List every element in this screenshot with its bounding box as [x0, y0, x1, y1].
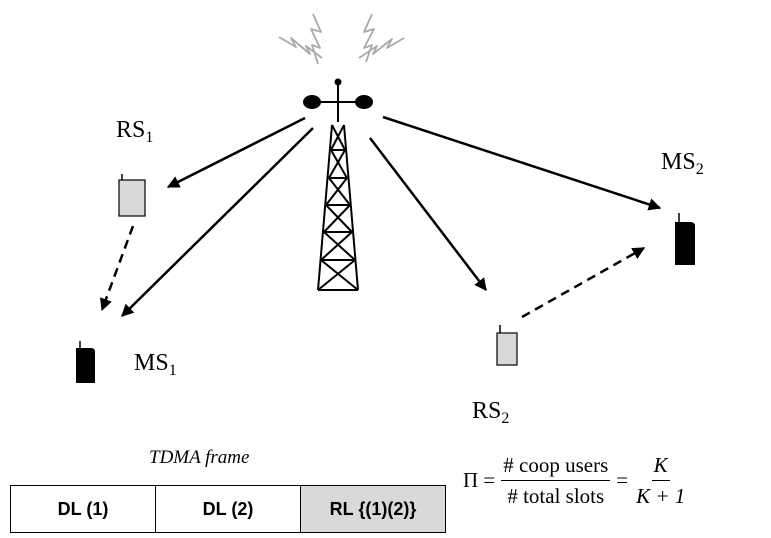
- rs1-label-sub: 1: [145, 129, 154, 146]
- downlink-arrow-bs-to-ms2: [382, 115, 662, 211]
- cooperation-ratio-formula: Π = # coop users # total slots = K K + 1: [463, 452, 693, 509]
- downlink-arrow-bs-to-rs1: [166, 116, 306, 189]
- formula-frac2-denominator: K + 1: [636, 484, 686, 508]
- downlink-arrow-bs-to-rs2: [369, 137, 487, 291]
- tdma-frame-caption: TDMA frame: [149, 447, 250, 468]
- ms2-label: MS2: [661, 149, 704, 179]
- relay-arrow-rs1-to-ms1: [100, 225, 135, 312]
- ms1-label-sub: 1: [168, 362, 177, 379]
- slot-dl-1: DL (1): [10, 485, 156, 533]
- tdma-frame-row: DL (1) DL (2) RL {(1)(2)}: [10, 485, 446, 533]
- rs2-label-sub: 2: [501, 410, 510, 427]
- ms1-label: MS1: [134, 350, 177, 380]
- formula-frac2-numerator: K: [651, 452, 670, 481]
- relay-station-2-icon: [496, 325, 518, 366]
- formula-lhs: Π =: [463, 468, 496, 492]
- rs1-label-text: RS: [116, 117, 146, 143]
- formula-fraction-2: K K + 1: [634, 452, 687, 509]
- formula-frac1-numerator: # coop users: [501, 452, 611, 481]
- mobile-station-1-icon: [76, 341, 95, 383]
- ms2-label-text: MS: [661, 149, 696, 175]
- formula-frac1-denominator: # total slots: [507, 484, 605, 508]
- relay-station-1-icon: [118, 174, 146, 217]
- signal-lightning-icon: [278, 13, 405, 65]
- relay-arrow-rs2-to-ms2: [521, 246, 646, 319]
- slot-dl-2: DL (2): [155, 485, 301, 533]
- ms2-label-sub: 2: [695, 161, 704, 178]
- mobile-station-2-icon: [675, 213, 695, 265]
- formula-fraction-1: # coop users # total slots: [501, 452, 611, 509]
- tdma-frame-table: DL (1) DL (2) RL {(1)(2)}: [10, 485, 446, 533]
- base-station-tower-icon: [303, 78, 373, 291]
- rs2-label-text: RS: [472, 398, 502, 424]
- slot-rl: RL {(1)(2)}: [300, 485, 446, 533]
- ms1-label-text: MS: [134, 350, 169, 376]
- formula-equals: =: [616, 468, 629, 492]
- downlink-arrow-bs-to-ms1: [121, 127, 314, 317]
- rs2-label: RS2: [472, 398, 509, 428]
- rs1-label: RS1: [116, 117, 153, 147]
